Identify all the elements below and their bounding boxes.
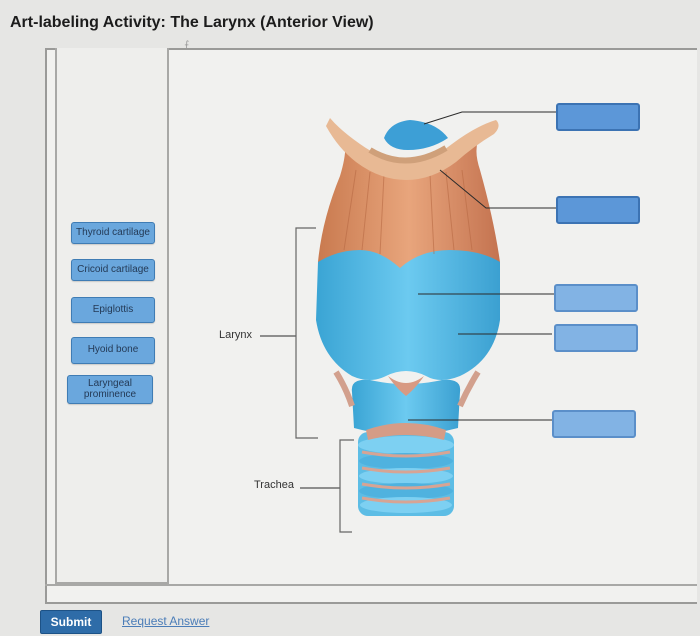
brackets <box>295 227 354 533</box>
panel-divider <box>55 48 57 584</box>
panel-bottom-divider <box>45 584 697 586</box>
request-answer-link[interactable]: Request Answer <box>122 614 210 628</box>
trachea-label: Trachea <box>254 479 294 491</box>
thyroid-cartilage-shape <box>316 245 500 380</box>
larynx-label: Larynx <box>219 329 253 341</box>
label-chip-epiglottis[interactable]: Epiglottis <box>71 297 155 323</box>
epiglottis-shape <box>384 120 448 150</box>
label-chip-cricoid-cartilage[interactable]: Cricoid cartilage <box>71 259 155 281</box>
label-chip-hyoid-bone[interactable]: Hyoid bone <box>71 337 155 364</box>
cursor-icon: ⨍ <box>184 40 190 51</box>
leader-lines <box>260 111 556 489</box>
submit-button[interactable]: Submit <box>40 610 102 634</box>
trachea-rings <box>358 432 454 516</box>
drop-target-3[interactable] <box>554 284 638 312</box>
label-chip-laryngeal-prominence[interactable]: Laryngeal prominence <box>67 375 153 404</box>
drop-target-1[interactable] <box>556 103 640 131</box>
drop-target-5[interactable] <box>552 410 636 438</box>
label-chip-thyroid-cartilage[interactable]: Thyroid cartilage <box>71 222 155 244</box>
thyrohyoid-membrane-shape <box>318 134 500 268</box>
drop-target-4[interactable] <box>554 324 638 352</box>
cricoid-shape <box>351 379 461 435</box>
hyoid-bone-shape <box>326 118 499 180</box>
drop-target-2[interactable] <box>556 196 640 224</box>
page-title: Art-labeling Activity: The Larynx (Anter… <box>10 14 374 31</box>
